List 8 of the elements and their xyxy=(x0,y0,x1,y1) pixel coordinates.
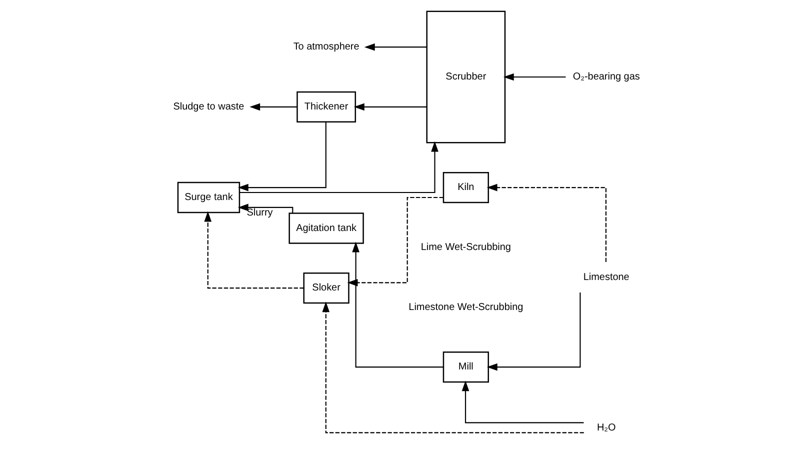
node-text: O₂-bearing gas xyxy=(572,72,640,83)
node-text: H₂O xyxy=(596,422,616,434)
node-text: To atmosphere xyxy=(292,42,359,53)
node-text: Limestone xyxy=(582,272,629,283)
label: Limestone Wet-Scrubbing xyxy=(408,302,523,313)
edge-label: Slurry xyxy=(246,207,272,218)
label: Lime Wet-Scrubbing xyxy=(420,242,510,253)
node-text: Sludge to waste xyxy=(172,101,244,112)
